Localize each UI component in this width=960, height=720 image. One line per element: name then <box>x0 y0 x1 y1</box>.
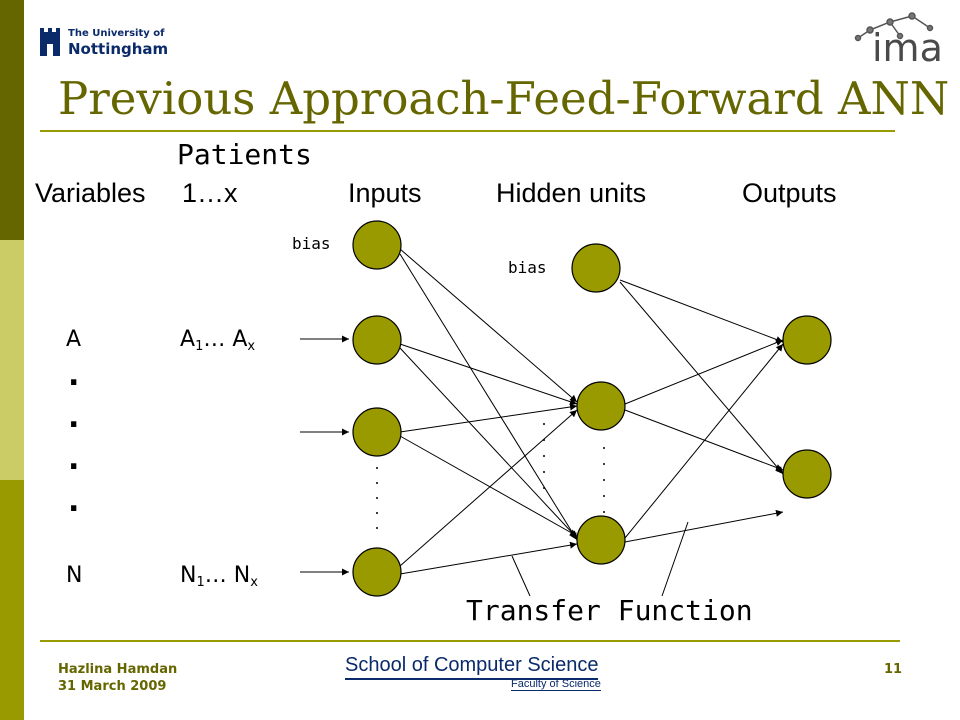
edge-h2-o2 <box>624 509 784 543</box>
edge-i3-h1 <box>399 409 578 567</box>
edge-dot-2 <box>543 439 545 441</box>
header-inputs: Inputs <box>348 178 422 208</box>
input-node-2 <box>352 407 402 457</box>
hidden-node-1 <box>576 381 626 431</box>
transfer-pointer-right <box>661 521 689 597</box>
row-dot-4: . <box>68 484 80 519</box>
footer-author: Hazlina Hamdan <box>58 662 178 677</box>
header-hidden-units: Hidden units <box>496 178 647 208</box>
side-bar-bottom <box>0 480 24 720</box>
edge-h2-o1 <box>624 343 784 539</box>
input-dot-5 <box>376 527 378 529</box>
page-title: Previous Approach-Feed-Forward ANN <box>58 72 950 125</box>
edge-h1-o1 <box>624 339 784 405</box>
input-dot-1 <box>376 467 378 469</box>
university-line2: Nottingham <box>68 40 169 58</box>
footer-divider <box>40 640 900 642</box>
edge-dot-5 <box>543 487 545 489</box>
edge-i3-h2 <box>399 541 578 575</box>
page-number: 11 <box>884 662 903 677</box>
university-line1: The University of <box>68 28 165 39</box>
output-node-2 <box>782 449 832 499</box>
hidden-dot-2 <box>603 463 605 465</box>
transfer-function-label: Transfer Function <box>466 594 753 627</box>
edge-h1-o2 <box>624 409 784 471</box>
edge-dot-4 <box>543 471 545 473</box>
row-dot-1: . <box>68 358 80 393</box>
footer-date: 31 March 2009 <box>58 679 167 694</box>
hidden-bias-node <box>571 243 621 293</box>
edge-hbias-o1 <box>619 279 784 343</box>
header-variables: Variables <box>35 178 146 208</box>
footer-school: School of Computer Science <box>345 654 599 680</box>
ima-logo: ima <box>850 8 950 70</box>
row-label-a: A <box>66 327 82 352</box>
hidden-dot-3 <box>603 479 605 481</box>
edge-i1-h2 <box>399 347 578 539</box>
edge-dot-3 <box>543 455 545 457</box>
edge-hbias-o2 <box>619 281 784 475</box>
edge-dot-1 <box>543 423 545 425</box>
university-logo: The University of Nottingham <box>38 26 168 64</box>
edge-i2-h1 <box>399 403 578 433</box>
edge-i1-h1 <box>399 343 578 406</box>
input-node-1 <box>352 315 402 365</box>
bias-label-hidden: bias <box>508 258 547 277</box>
header-range: 1…x <box>182 178 238 208</box>
network-logo-icon <box>854 12 934 42</box>
row-dot-2: . <box>68 400 80 435</box>
row-dot-3: . <box>68 442 80 477</box>
output-node-1 <box>782 315 832 365</box>
input-dot-4 <box>376 512 378 514</box>
transfer-pointer-left <box>511 555 531 597</box>
hidden-node-2 <box>576 515 626 565</box>
input-bias-node <box>352 220 402 270</box>
input-dot-2 <box>376 482 378 484</box>
header-outputs: Outputs <box>742 178 837 208</box>
hidden-dot-5 <box>603 511 605 513</box>
input-node-3 <box>352 547 402 597</box>
footer-faculty: Faculty of Science <box>511 678 601 691</box>
side-bar-middle <box>0 240 24 480</box>
bias-label-input: bias <box>292 234 331 253</box>
row-values-a: A1… Ax <box>180 327 256 354</box>
edge-bias-h2 <box>399 253 578 541</box>
row-values-n: N1… Nx <box>180 563 258 590</box>
castle-crest-icon <box>40 28 60 56</box>
side-bar-top <box>0 0 24 240</box>
hidden-dot-4 <box>603 495 605 497</box>
input-dot-3 <box>376 497 378 499</box>
title-divider <box>40 130 895 132</box>
hidden-dot-1 <box>603 447 605 449</box>
header-patients: Patients <box>177 138 312 171</box>
edge-bias-h1 <box>399 248 578 403</box>
ima-text: ima <box>872 26 943 70</box>
row-label-n: N <box>66 563 83 588</box>
edge-i2-h2 <box>399 435 578 537</box>
